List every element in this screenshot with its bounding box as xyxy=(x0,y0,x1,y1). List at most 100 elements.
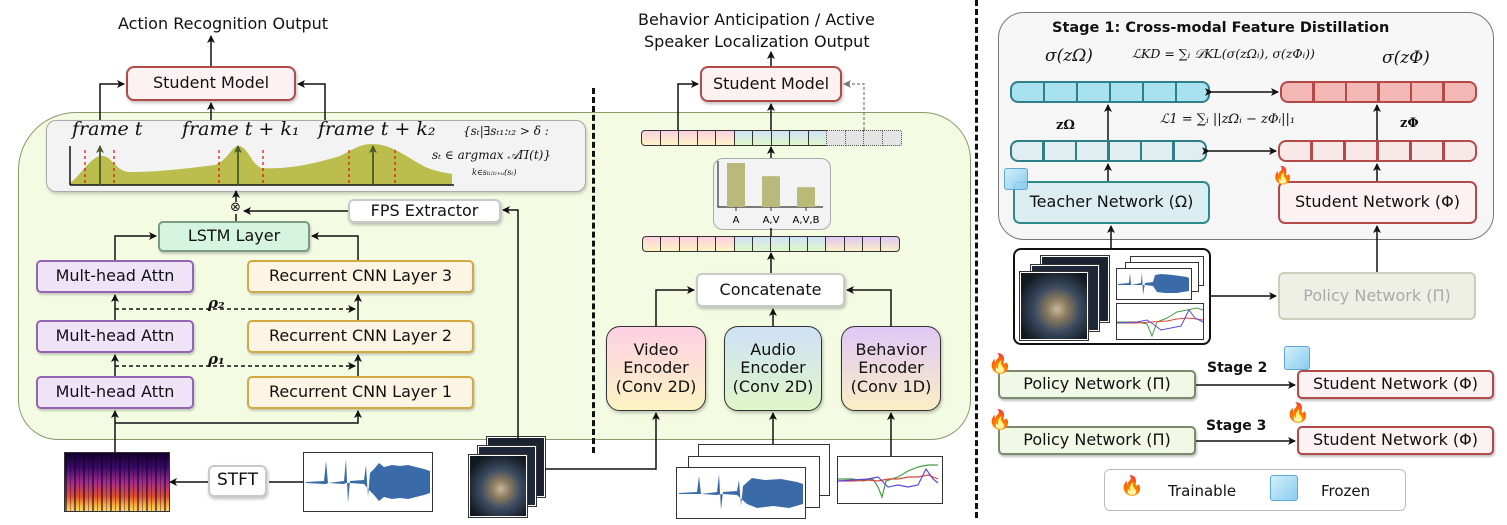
policy-network-box-stage1: Policy Network (Π) xyxy=(1278,272,1476,320)
bar-a xyxy=(727,163,745,207)
sigma-z-phi-label: σ(zΦ) xyxy=(1382,48,1430,68)
encoder-line1: Behavior xyxy=(855,339,927,359)
encoder-line3: (Conv 1D) xyxy=(850,376,932,396)
student-network-label: Student Network (Φ) xyxy=(1294,192,1461,212)
arrow-dashed-feedback xyxy=(843,80,865,130)
encoder-line1: Audio xyxy=(750,339,796,359)
behavior-output-label-line1: Behavior Anticipation / Active xyxy=(638,10,875,29)
encoder-line2: Encoder xyxy=(858,358,924,378)
concatenate-label: Concatenate xyxy=(719,279,822,299)
z-omega-label: zΩ xyxy=(1056,118,1075,133)
behavior-signal-plot xyxy=(837,456,943,504)
teacher-network-label: Teacher Network (Ω) xyxy=(1029,192,1194,212)
mult-head-attn-label: Mult-head Attn xyxy=(55,382,175,402)
waveform-svg xyxy=(679,474,803,510)
rho-1-label: ρ₁ xyxy=(208,350,225,368)
concatenate-box: Concatenate xyxy=(696,273,845,307)
z-phi-label: zΦ xyxy=(1400,116,1419,131)
audio-waveform-stack-front xyxy=(676,467,806,519)
behavior-output-label-line2: Speaker Localization Output xyxy=(644,32,870,51)
mult-head-attn-2: Mult-head Attn xyxy=(36,320,194,353)
rho-2-label: ρ₂ xyxy=(208,294,225,312)
student-network-label: Student Network (Φ) xyxy=(1312,430,1479,450)
behavior-lines-svg xyxy=(1116,307,1204,338)
recurrent-cnn-layer-1: Recurrent CNN Layer 1 xyxy=(247,376,474,409)
attention-curve-area xyxy=(70,144,452,185)
egocentric-video-frame xyxy=(469,455,527,517)
sigma-z-omega-label: σ(zΩ) xyxy=(1045,46,1093,66)
bar-a-v xyxy=(762,176,780,207)
bar-chart-axes xyxy=(717,161,823,208)
feature-cell xyxy=(1442,81,1477,103)
mult-head-attn-label: Mult-head Attn xyxy=(55,266,175,286)
separator-dashed-1 xyxy=(592,88,595,453)
legend-trainable-label: Trainable xyxy=(1168,482,1237,500)
recurrent-cnn-label: Recurrent CNN Layer 1 xyxy=(268,382,453,402)
student-network-box-stage2: Student Network (Φ) xyxy=(1297,370,1494,399)
student-network-label: Student Network (Φ) xyxy=(1312,374,1479,394)
student-softmax-vector xyxy=(1280,81,1477,103)
teacher-softmax-vector xyxy=(1010,81,1210,103)
action-recognition-output-label: Action Recognition Output xyxy=(118,14,329,33)
feature-cell xyxy=(880,236,901,252)
arrow-behavior-enc-to-concat xyxy=(846,286,892,326)
policy-network-box-stage3: Policy Network (Π) xyxy=(998,426,1196,455)
recurrent-cnn-label: Recurrent CNN Layer 3 xyxy=(268,266,453,286)
student-model-box-middle: Student Model xyxy=(700,66,842,102)
selection-formula-line2: sₜ ∈ argmax 𝒜Π(t)} xyxy=(432,148,551,162)
student-network-box-stage1: Student Network (Φ) xyxy=(1278,181,1477,224)
arrow-video-frames-to-video-enc xyxy=(545,412,660,470)
trainable-flame-icon: 🔥 xyxy=(988,409,1012,431)
audio-waveform-image xyxy=(303,452,433,512)
stft-label: STFT xyxy=(216,470,259,491)
trainable-flame-icon: 🔥 xyxy=(1272,166,1294,186)
loss-kd-formula: ℒKD = ∑ᵢ 𝒟KL(σ(zΩᵢ), σ(zΦᵢ)) xyxy=(1132,46,1315,61)
bar-tick-label: A,V xyxy=(763,215,780,226)
student-model-label: Student Model xyxy=(152,73,270,93)
behavior-signal-plot xyxy=(1116,303,1204,340)
student-feature-vector xyxy=(1278,140,1478,162)
frozen-ice-icon xyxy=(1284,346,1310,370)
arrow-frame-t-to-student xyxy=(99,80,125,120)
fps-extractor-box: FPS Extractor xyxy=(348,199,501,223)
fused-feature-vector-bottom xyxy=(642,236,901,252)
student-network-box-stage3: Student Network (Φ) xyxy=(1297,426,1494,455)
audio-waveform-stack-front xyxy=(1116,268,1192,300)
loss-l1-formula: ℒ1 = ∑ᵢ ||zΩᵢ − zΦᵢ||₁ xyxy=(1160,112,1296,127)
stft-box: STFT xyxy=(208,465,267,497)
selection-formula-line1: {sₜ|∃sₜ₁:ₜ₂ > δ : xyxy=(463,124,549,138)
teacher-feature-vector xyxy=(1010,140,1207,162)
frozen-ice-icon xyxy=(1004,168,1028,190)
arrow-spectrogram-to-rcnn xyxy=(115,410,362,424)
legend-box xyxy=(1104,469,1406,511)
multiply-symbol: ⊗ xyxy=(230,200,241,215)
bar-tick-label: A xyxy=(733,215,740,226)
selection-formula-sub: k∈sₜᵢ:ₜᵢ₊ᵤ(sₜ) xyxy=(472,168,517,177)
mult-head-attn-label: Mult-head Attn xyxy=(55,326,175,346)
teacher-network-box: Teacher Network (Ω) xyxy=(1013,181,1210,224)
behavior-lines-svg xyxy=(837,464,939,499)
egocentric-video-frame xyxy=(1020,272,1088,340)
stage3-label: Stage 3 xyxy=(1206,418,1267,434)
stage2-label: Stage 2 xyxy=(1207,360,1268,376)
encoder-line2: Encoder xyxy=(740,358,806,378)
policy-network-label: Policy Network (Π) xyxy=(1023,430,1171,450)
policy-network-label: Policy Network (Π) xyxy=(1023,374,1171,394)
trainable-flame-icon: 🔥 xyxy=(1120,475,1144,497)
policy-network-label: Policy Network (Π) xyxy=(1303,285,1451,305)
frame-label-t-k1: frame t + k₁ xyxy=(182,118,300,140)
encoder-line1: Video xyxy=(633,339,679,359)
policy-network-box-stage2: Policy Network (Π) xyxy=(998,370,1196,399)
bar-a-v-b xyxy=(797,187,815,207)
stage1-title: Stage 1: Cross-modal Feature Distillatio… xyxy=(1052,20,1390,36)
encoder-line3: (Conv 2D) xyxy=(615,376,697,396)
recurrent-cnn-layer-3: Recurrent CNN Layer 3 xyxy=(247,260,474,293)
bar-tick-label: A,V,B xyxy=(793,215,820,226)
trainable-flame-icon: 🔥 xyxy=(988,353,1012,375)
trainable-flame-icon: 🔥 xyxy=(1286,402,1310,424)
student-model-label: Student Model xyxy=(712,73,830,93)
audio-encoder-box: Audio Encoder (Conv 2D) xyxy=(724,326,822,411)
